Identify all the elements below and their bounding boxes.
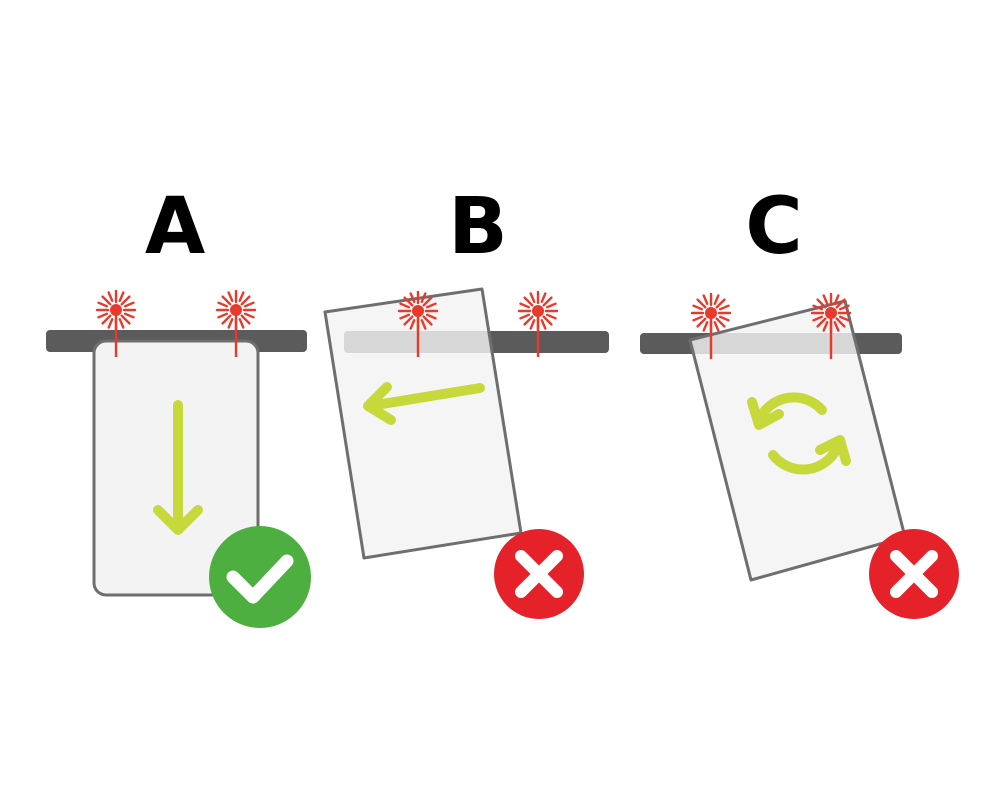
panel-a-laser-right <box>215 289 257 357</box>
panel-b-laser-right <box>517 290 559 357</box>
left-arrow-icon <box>363 382 485 425</box>
close-icon <box>869 529 959 619</box>
panel-b <box>323 287 609 619</box>
panel-c <box>640 292 959 619</box>
check-icon <box>209 526 311 628</box>
panel-b-label: B <box>448 182 508 272</box>
panel-b-card <box>323 287 523 560</box>
rotate-arrows-icon <box>747 392 851 475</box>
straight-down-arrow-icon <box>153 400 203 535</box>
panel-c-laser-left <box>690 292 732 359</box>
close-icon <box>494 529 584 619</box>
panel-a-label: A <box>144 182 206 272</box>
panel-a <box>46 289 311 628</box>
panel-c-label: C <box>745 182 803 272</box>
panel-a-laser-left <box>95 289 137 357</box>
panel-b-laser-left <box>397 290 439 357</box>
panel-c-laser-right <box>810 292 852 359</box>
